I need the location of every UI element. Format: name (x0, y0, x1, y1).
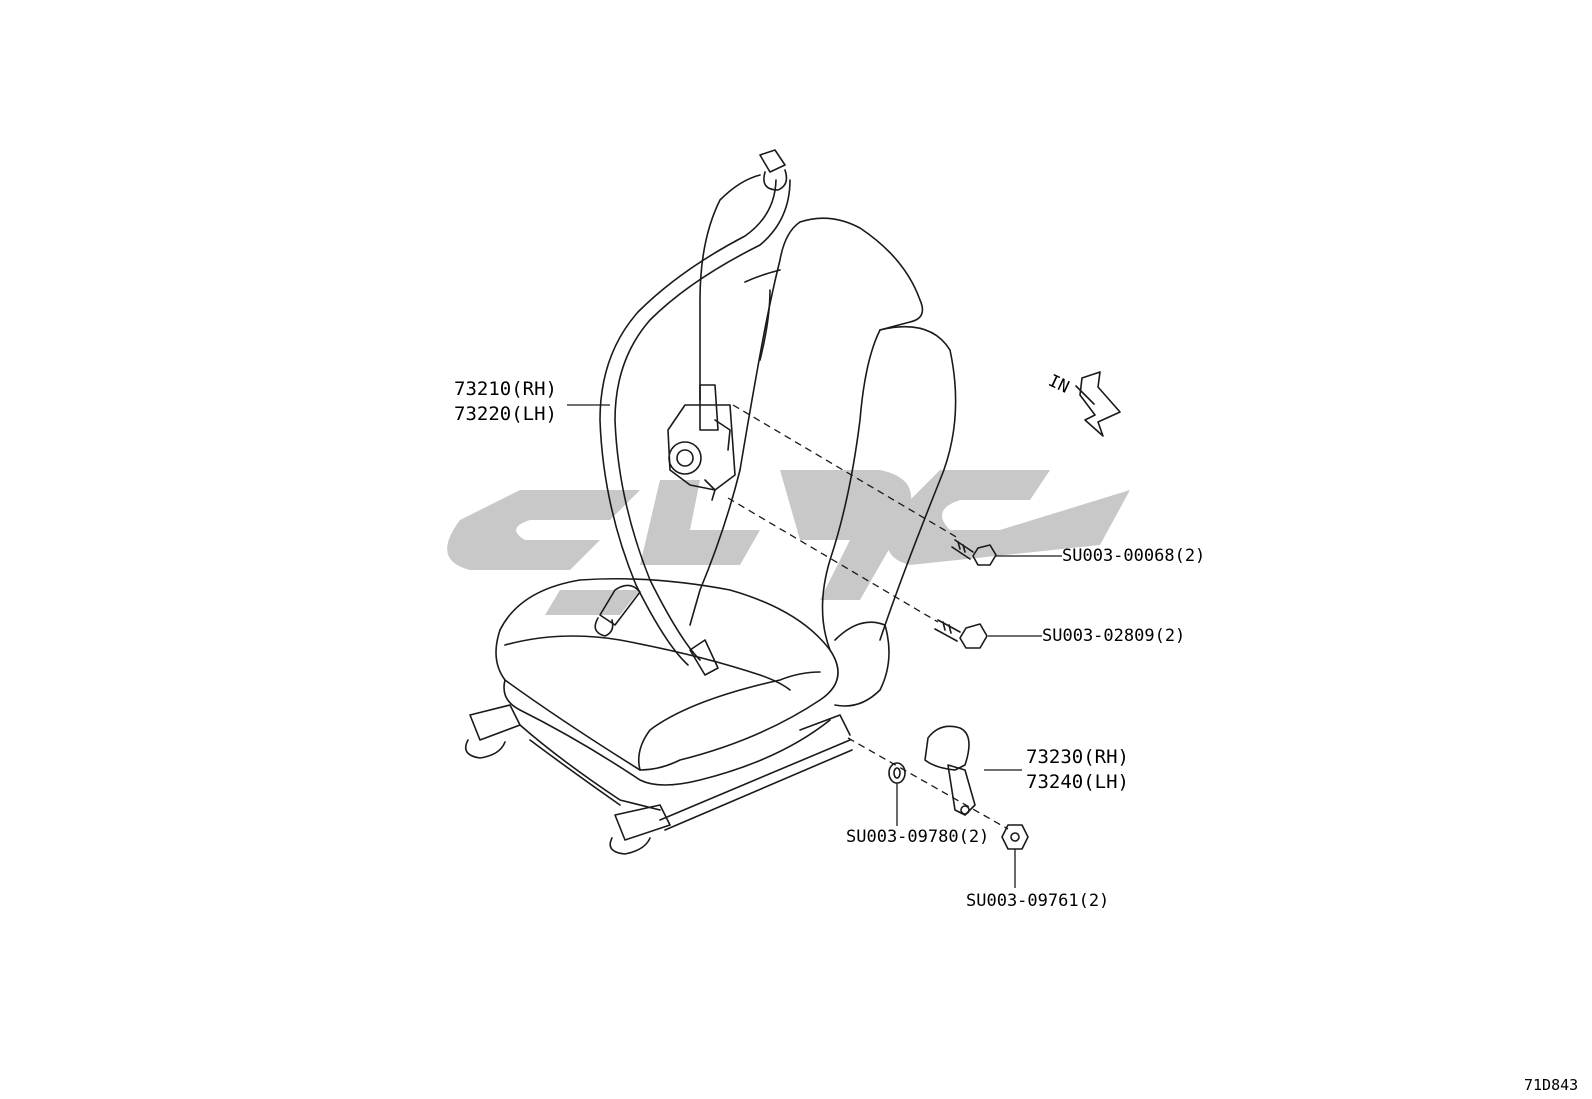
label-bolt-upper: SU003-00068(2) (1062, 546, 1206, 566)
watermark-logo (447, 470, 1130, 615)
label-washer: SU003-09780(2) (846, 827, 990, 847)
bolt-lower-icon (934, 619, 988, 649)
nut-icon (1001, 824, 1029, 850)
direction-arrow-icon (1075, 371, 1121, 437)
leader-lines (567, 404, 1062, 888)
retractor (667, 384, 736, 501)
label-shoulder-belt-lh: 73220(LH) (454, 403, 557, 425)
seat-cushion (495, 577, 890, 786)
label-buckle-lh: 73240(LH) (1026, 771, 1129, 793)
label-bolt-lower: SU003-02809(2) (1042, 626, 1186, 646)
assembly-lines (727, 404, 1009, 830)
label-shoulder-belt-rh: 73210(RH) (454, 378, 557, 400)
washer-icon (888, 762, 906, 784)
label-buckle-rh: 73230(RH) (1026, 746, 1129, 768)
lap-anchor (594, 584, 719, 676)
buckle (924, 725, 976, 816)
shoulder-belt (599, 149, 791, 666)
diagram-code: 71D843 (1524, 1076, 1579, 1094)
seat-track (464, 704, 853, 855)
label-nut: SU003-09761(2) (966, 891, 1110, 911)
bolt-upper-icon (951, 539, 997, 566)
seat-backrest (689, 217, 957, 651)
